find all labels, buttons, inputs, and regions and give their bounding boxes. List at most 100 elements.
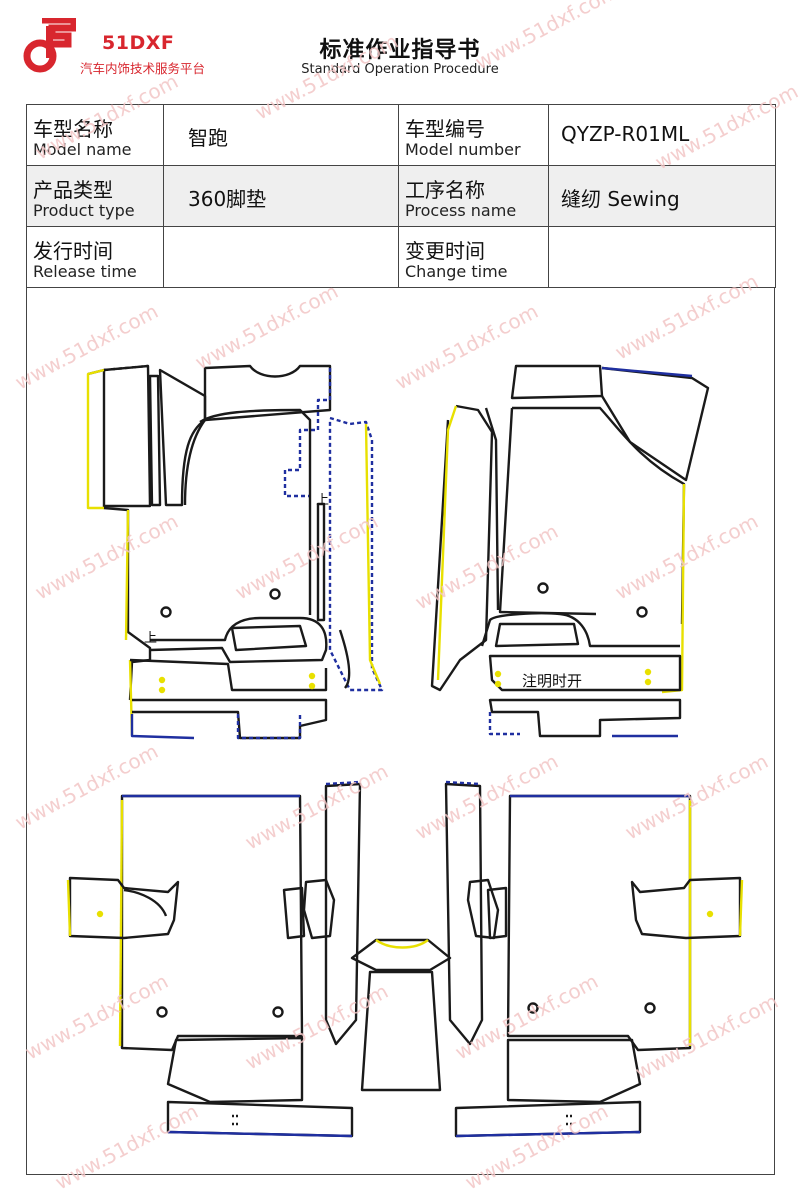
- mat-piece-blue-edge: [601, 366, 693, 378]
- mat-piece-dashed: [232, 1114, 240, 1126]
- mat-piece-dashed: [103, 364, 149, 372]
- mat-piece-dashed: [328, 416, 384, 692]
- mat-piece: [123, 888, 168, 917]
- mat-piece: [87, 368, 152, 701]
- mount-hole: [527, 1002, 539, 1014]
- mat-piece-dashed: [566, 1114, 574, 1126]
- mat-piece: [302, 878, 336, 940]
- model-number-value: QYZP-R01ML: [561, 122, 690, 146]
- mat-piece: [282, 886, 306, 940]
- mount-hole: [272, 1006, 284, 1018]
- mat-piece-yellow-edge: [375, 938, 429, 949]
- mat-piece: [488, 698, 682, 738]
- mat-piece: [466, 878, 500, 940]
- mat-piece: [149, 616, 328, 664]
- mat-piece-yellow-edge: [86, 368, 105, 510]
- mount-hole: [156, 1006, 168, 1018]
- mat-piece: [148, 374, 162, 507]
- brand-logo[interactable]: 51DXF 汽车内饰技术服务平台: [22, 18, 242, 78]
- mat-piece: [360, 970, 442, 1092]
- mat-piece: [454, 1100, 642, 1138]
- mat-piece-blue-edge: [455, 1130, 641, 1138]
- mat-piece: [506, 1038, 642, 1104]
- process-name-value: 缝纫 Sewing: [561, 187, 680, 211]
- change-time-value-cell: [548, 226, 776, 288]
- mount-hole: [644, 1002, 656, 1014]
- mat-piece: [203, 364, 332, 422]
- mount-dot: [706, 910, 714, 918]
- mat-piece: [430, 404, 494, 692]
- change-time-label-zh: 变更时间: [405, 239, 485, 263]
- mat-piece-dashed: [445, 780, 481, 786]
- mount-dot: [644, 668, 652, 676]
- release-time-label-en: Release time: [33, 262, 137, 281]
- mount-hole: [160, 606, 172, 618]
- mount-dot: [96, 910, 104, 918]
- dxf-logo-icon: [23, 18, 76, 73]
- mat-piece: [444, 782, 484, 1046]
- mat-piece: [316, 502, 326, 622]
- mat-piece: [338, 629, 351, 689]
- mount-dot: [158, 676, 166, 684]
- model-name-value-cell: 智跑: [163, 104, 399, 166]
- mat-piece-yellow-edge: [436, 405, 458, 681]
- mat-piece-dashed: [236, 714, 302, 740]
- process-name-label-en: Process name: [405, 201, 517, 220]
- mat-piece: [230, 624, 308, 652]
- mat-piece-dashed: [325, 780, 361, 786]
- mat-piece: [103, 364, 152, 508]
- mount-dot: [308, 672, 316, 680]
- model-name-value: 智跑: [188, 126, 228, 150]
- mat-piece-yellow-edge: [364, 423, 382, 685]
- product-type-value: 360脚垫: [188, 187, 267, 211]
- mount-hole: [269, 588, 281, 600]
- mat-piece: [630, 876, 742, 940]
- mount-hole: [636, 606, 648, 618]
- release-time-label-zh: 发行时间: [33, 239, 113, 263]
- mount-dot: [494, 680, 502, 688]
- change-time-label-en: Change time: [405, 262, 508, 281]
- mount-dot: [308, 682, 316, 690]
- mat-piece: [68, 876, 180, 940]
- mat-piece: [120, 794, 304, 1052]
- model-name-label-zh: 车型名称: [33, 117, 113, 141]
- mat-piece: [600, 366, 710, 482]
- brand-tagline: 汽车内饰技术服务平台: [80, 61, 206, 76]
- mat-piece: [166, 1100, 354, 1138]
- model-number-label-zh: 车型编号: [405, 117, 485, 141]
- release-time-value-cell: [163, 226, 399, 288]
- mat-piece: [350, 938, 452, 972]
- mat-piece: [512, 406, 686, 625]
- page-title: 标准作业指导书: [319, 38, 481, 63]
- mat-piece: [494, 622, 580, 648]
- mat-piece: [132, 698, 328, 740]
- process-name-value-cell: 缝纫 Sewing: [548, 165, 776, 227]
- page-subtitle: Standard Operation Procedure: [301, 62, 499, 77]
- product-type-label-zh: 产品类型: [33, 178, 113, 202]
- orientation-mark-right: 上: [316, 493, 329, 508]
- mat-piece-dashed: [283, 368, 332, 498]
- mat-piece-yellow-edge: [738, 879, 744, 937]
- mount-dot: [494, 670, 502, 678]
- mat-piece: [498, 407, 597, 616]
- mat-piece: [130, 714, 195, 740]
- process-name-label-zh: 工序名称: [405, 178, 485, 202]
- orientation-mark-left: 上: [144, 631, 157, 646]
- drawing-note: 注明时开: [522, 672, 582, 690]
- mat-piece-blue-edge: [167, 1130, 353, 1138]
- mat-piece: [480, 612, 680, 648]
- mount-hole: [537, 582, 549, 594]
- mat-piece: [166, 1036, 304, 1104]
- model-number-value-cell: QYZP-R01ML: [548, 104, 776, 166]
- product-type-value-cell: 360脚垫: [163, 165, 399, 227]
